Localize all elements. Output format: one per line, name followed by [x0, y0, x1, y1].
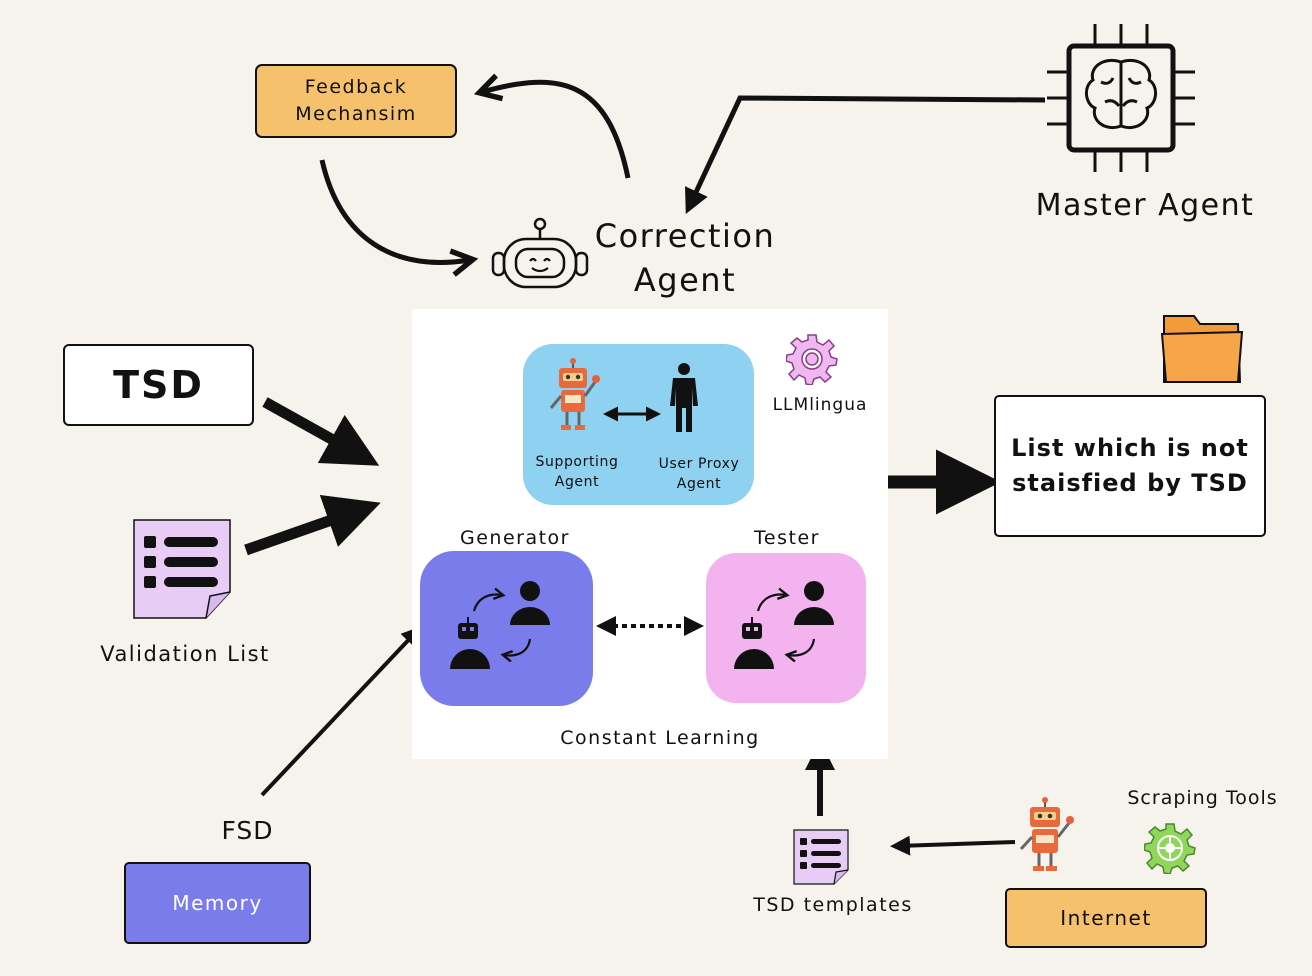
tsd-templates-label: TSD templates	[753, 894, 913, 916]
list-document-icon	[133, 519, 231, 619]
constant-learning-label: Constant Learning	[560, 727, 760, 749]
output-box: List which is not staisfied by TSD	[994, 395, 1266, 537]
output-line2: staisfied by TSD	[1012, 469, 1248, 497]
generator-box	[420, 551, 593, 706]
arrow-fsd-to-generator	[260, 626, 422, 797]
feedback-line2: Mechansim	[295, 103, 417, 125]
arrow-tsd-to-center	[262, 397, 380, 466]
master-agent-label: Master Agent	[1035, 188, 1255, 223]
supporting-agent-label: Supporting Agent	[525, 452, 629, 492]
scraping-tools-label: Scraping Tools	[1127, 787, 1278, 809]
brain-chip-icon	[1047, 24, 1195, 172]
agent-exchange-icon	[734, 581, 834, 669]
validation-list-label: Validation List	[100, 642, 270, 666]
tsd-label: TSD	[113, 363, 204, 407]
tester-box	[706, 553, 866, 703]
arrow-master-to-correction	[685, 95, 1046, 215]
arrow-correction-to-feedback	[473, 73, 631, 179]
generator-label: Generator	[460, 527, 570, 549]
memory-label: Memory	[172, 891, 263, 915]
agent-exchange-icon	[450, 581, 550, 669]
arrow-feedback-to-correction	[319, 159, 479, 277]
user-proxy-line1: User Proxy	[658, 456, 740, 472]
dotted-double-arrow	[596, 616, 704, 636]
arrow-validation-to-center	[244, 494, 381, 556]
tsd-box: TSD	[63, 344, 254, 426]
output-line1: List which is not	[1011, 434, 1249, 462]
person-icon	[670, 363, 698, 432]
agents-panel: Supporting Agent User Proxy Agent	[523, 344, 754, 505]
supporting-line1: Supporting	[535, 454, 619, 470]
correction-line2: Agent	[633, 261, 737, 299]
double-arrow-icon	[603, 406, 661, 422]
robot-face-icon	[491, 217, 589, 289]
fsd-label: FSD	[221, 816, 274, 845]
gear-icon	[1144, 823, 1196, 874]
list-document-icon	[793, 829, 849, 885]
user-proxy-line2: Agent	[676, 476, 722, 492]
memory-box: Memory	[124, 862, 311, 944]
arrow-scraper-to-templates	[890, 835, 1016, 856]
feedback-line1: Feedback	[304, 76, 408, 98]
feedback-mechanism-box: Feedback Mechansim	[255, 64, 457, 138]
llmlingua-label: LLMlingua	[772, 395, 868, 415]
correction-line1: Correction	[594, 217, 776, 255]
tester-label: Tester	[754, 527, 820, 549]
internet-label: Internet	[1060, 906, 1152, 930]
supporting-line2: Agent	[554, 474, 600, 490]
internet-box: Internet	[1005, 888, 1207, 948]
gear-icon	[786, 334, 838, 385]
correction-agent-label: Correction Agent	[585, 214, 785, 302]
robot-icon	[549, 358, 600, 430]
user-proxy-agent-label: User Proxy Agent	[643, 454, 755, 494]
robot-icon	[1019, 797, 1074, 871]
center-panel: Supporting Agent User Proxy Agent LLMlin…	[412, 309, 888, 759]
folder-icon	[1160, 315, 1244, 383]
